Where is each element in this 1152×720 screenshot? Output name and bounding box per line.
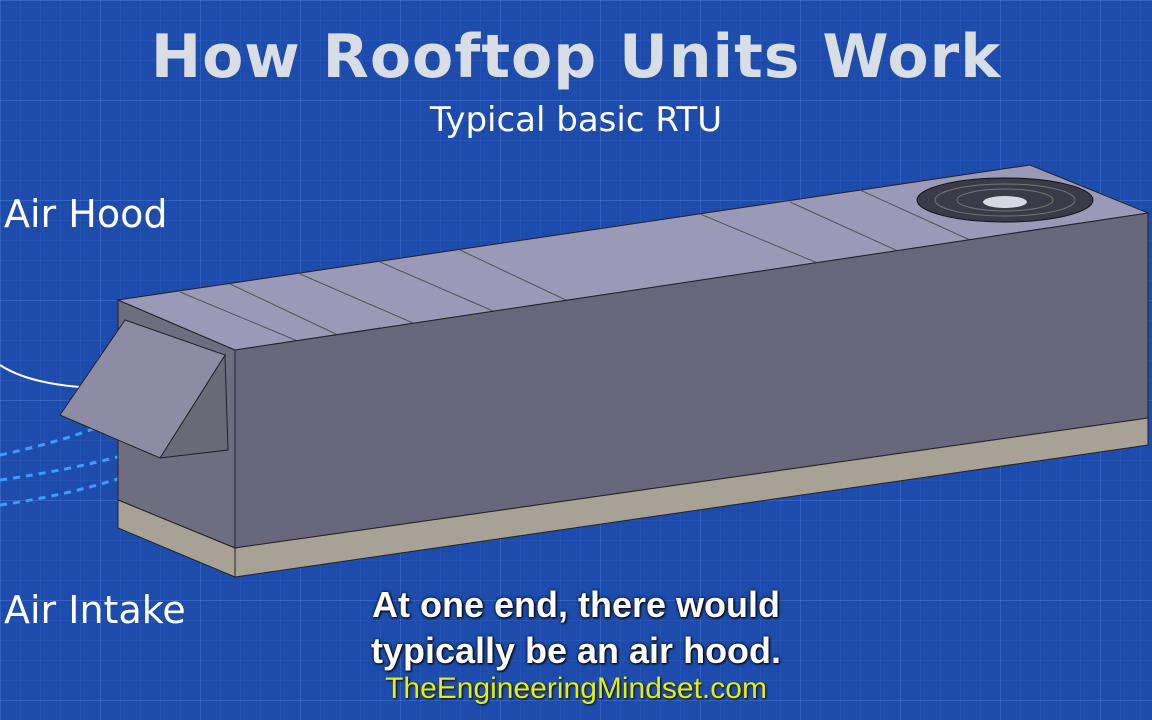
unit-base xyxy=(234,417,1149,578)
air-intake-label: Air Intake xyxy=(4,588,186,632)
air-hood xyxy=(59,319,229,459)
video-title: How Rooftop Units Work xyxy=(150,22,1002,92)
air-hood-label: Air Hood xyxy=(4,192,168,236)
video-subtitle: Typical basic RTU xyxy=(429,100,723,140)
caption-line-2: typically be an air hood. xyxy=(370,630,782,671)
subtitle-caption: At one end, there would typically be an … xyxy=(0,582,1152,674)
airflow-line xyxy=(0,473,131,507)
condenser-fan-icon xyxy=(916,177,1094,223)
caption-line-1: At one end, there would xyxy=(371,584,780,625)
brand-watermark: TheEngineeringMindset.com xyxy=(385,672,767,705)
airflow-line xyxy=(0,453,126,482)
